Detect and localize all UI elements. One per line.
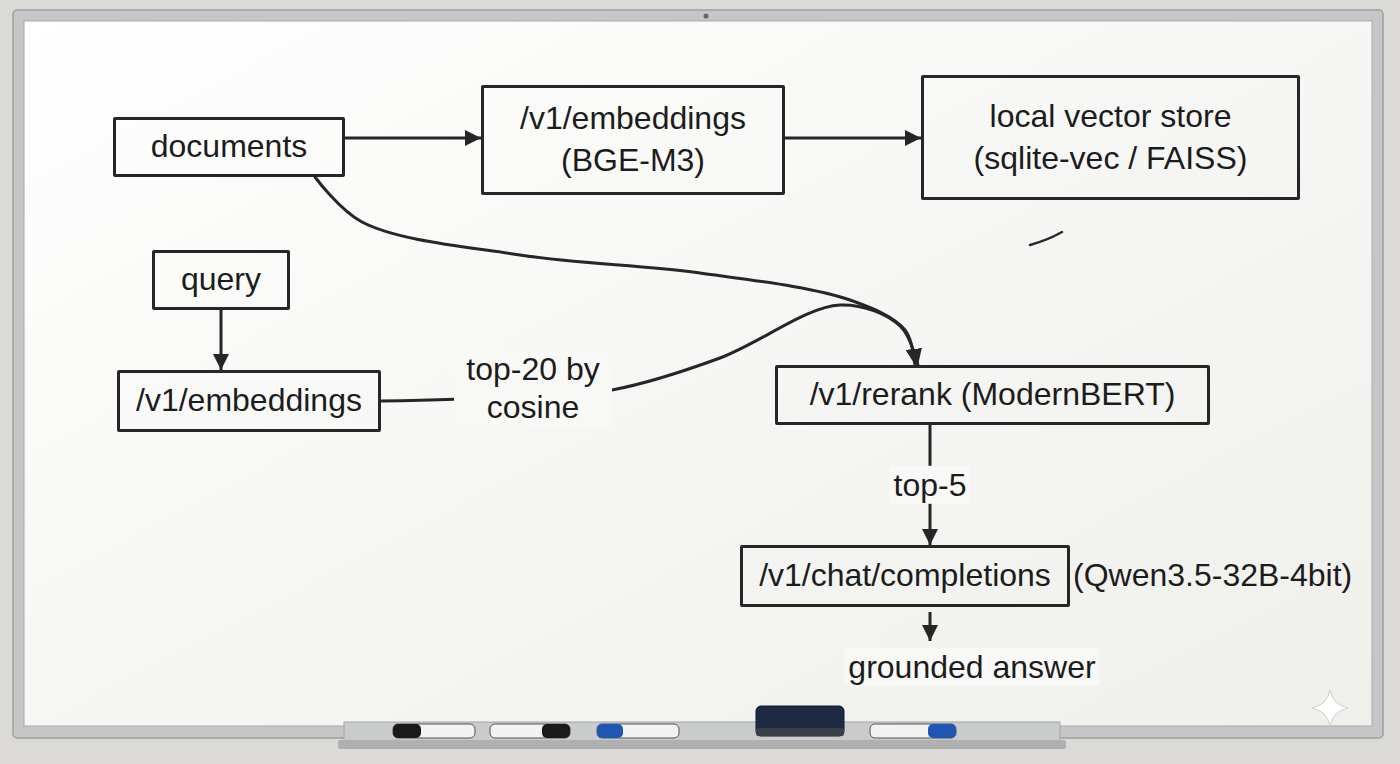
box-text: /v1/rerank (ModernBERT) (810, 374, 1176, 416)
edge-label: top-5 (890, 466, 971, 504)
model-note: (Qwen3.5-32B-4bit) (1073, 555, 1352, 597)
marker-cap (393, 724, 421, 738)
box-text: query (181, 259, 261, 301)
marker-cap (597, 724, 623, 738)
source-box: documents (113, 117, 345, 177)
sparkle-watermark (1312, 690, 1348, 726)
embedding-box: /v1/embeddings(BGE-M3) (481, 85, 785, 195)
embedding-box: /v1/embeddings (117, 370, 381, 432)
rerank-box: /v1/rerank (ModernBERT) (775, 365, 1210, 425)
query-box: query (152, 250, 290, 310)
marker-pen (870, 724, 956, 738)
box-text: (BGE-M3) (561, 140, 705, 182)
edge-label: top-20 by cosine (454, 350, 612, 427)
marker-cap (928, 724, 956, 738)
output-arrow (929, 612, 932, 641)
vector-store-box: local vector store(sqlite-vec / FAISS) (921, 75, 1300, 200)
eraser (756, 706, 844, 736)
box-text: /v1/embeddings (136, 380, 362, 422)
tray-lip (338, 740, 1066, 749)
board-frame (13, 10, 1383, 738)
box-text: (sqlite-vec / FAISS) (974, 138, 1248, 180)
output-note: grounded answer (844, 648, 1099, 686)
flow-arrow (315, 177, 915, 365)
marker-pen (597, 724, 679, 738)
marker-pen (393, 724, 475, 738)
box-text: /v1/chat/completions (759, 555, 1051, 597)
chat-box: /v1/chat/completions(Qwen3.5-32B-4bit) (740, 545, 1070, 607)
eraser-felt (756, 728, 844, 736)
marker-pen (490, 724, 570, 738)
flow-arrow (785, 137, 921, 140)
stray-stroke (1030, 232, 1062, 245)
flow-arrow (345, 137, 481, 140)
marker-cap (542, 724, 570, 738)
box-text: local vector store (990, 96, 1232, 138)
frame-screw (704, 14, 709, 19)
box-text: /v1/embeddings (520, 98, 746, 140)
board-surface (24, 21, 1372, 726)
flow-arrow (220, 310, 223, 370)
box-text: documents (151, 126, 308, 168)
